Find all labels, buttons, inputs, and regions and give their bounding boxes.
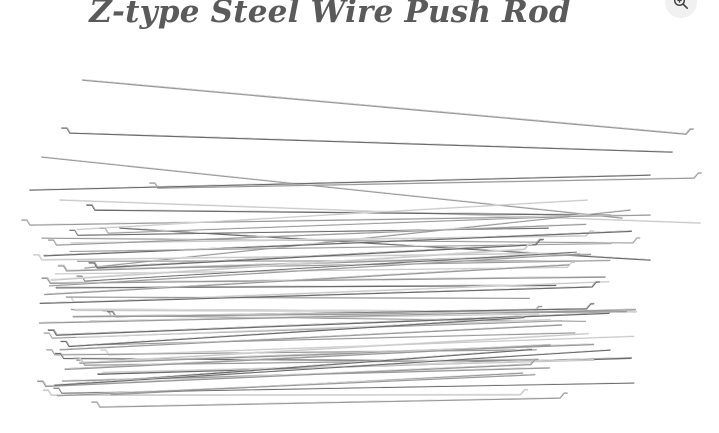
push-rod-highlight [59,199,701,223]
push-rod-wire [60,316,525,348]
push-rod-highlight [55,352,540,361]
push-rod-highlight [61,127,673,152]
push-rod-wire [61,127,673,153]
push-rod-wire [37,358,539,388]
push-rod-highlight [21,214,651,225]
push-rod-highlight [43,388,528,395]
product-title: Z-type Steel Wire Push Rod [89,0,571,30]
push-rod-wire [76,348,533,385]
push-rod-wire [54,352,540,362]
push-rod-wire [47,223,587,246]
push-rod-wire [91,392,568,408]
push-rod-wire [107,302,595,318]
push-rod-highlight [71,305,542,311]
push-rod-wire [46,348,537,356]
push-rod-highlight [69,227,549,235]
push-rod-wire [39,281,600,305]
push-rod-wire [54,349,611,386]
push-rod-highlight [86,204,611,215]
push-rod-highlight [149,172,702,188]
push-rod-highlight [57,373,535,396]
push-rod-wire [99,214,592,234]
push-rod-wire [76,318,551,339]
push-rod-highlight [49,253,580,286]
push-rod-wire [47,312,610,336]
zoom-in-icon [673,0,689,10]
push-rod-wire [43,230,632,257]
push-rod-wire [53,382,635,394]
push-rod-wire [64,343,551,371]
push-rod-highlight [82,79,694,134]
push-rod-wire [73,332,589,364]
push-rod-highlight [60,316,525,346]
push-rod-wire [42,388,529,396]
push-rod-wire [66,296,530,299]
push-rod-highlight [107,302,594,317]
push-rod-wire [59,324,563,351]
push-rod-wire [55,284,557,289]
push-rod-wire [50,243,533,281]
push-rod-highlight [76,199,588,230]
push-rod-highlight [40,280,600,303]
push-rod-highlight [91,392,568,407]
push-rod-wire [21,214,651,226]
push-rod-wire [29,174,651,191]
push-rod-highlight [41,156,623,218]
push-rod-wire [44,263,570,296]
push-rod-highlight [46,348,537,355]
push-rod-highlight [42,276,606,283]
zoom-button[interactable] [665,0,697,18]
push-rod-wire [38,308,637,324]
push-rod-highlight [56,284,556,288]
push-rod-wire [48,253,581,287]
push-rod-highlight [74,332,589,363]
push-rod-highlight [29,174,651,190]
push-rod-wire [82,79,694,135]
push-rod-highlight [53,382,635,393]
push-rod-highlight [48,312,610,335]
push-rod-highlight [39,308,636,323]
push-rod-wire [56,373,536,397]
push-rod-highlight [60,324,562,350]
push-rod-wire [96,332,576,346]
push-rod-wire [65,280,610,303]
push-rod-wire [88,238,544,269]
push-rod-wire [149,172,702,189]
push-rod-wire [69,227,549,236]
push-rod-highlight [97,331,575,345]
push-rod-highlight [65,344,551,369]
push-rod-wire [76,199,588,231]
push-rod-wire [41,156,623,219]
push-rod-highlight [76,318,551,338]
push-rod-highlight [51,243,532,280]
push-rod-highlight [54,349,611,385]
push-rod-wire [41,275,606,284]
push-rod-highlight [100,335,635,355]
push-rod-highlight [89,238,544,268]
push-rod-highlight [100,214,591,233]
push-rod-highlight [48,223,586,245]
push-rod-highlight [44,263,569,295]
push-rod-highlight [77,348,532,384]
push-rod-highlight [37,358,538,386]
push-rod-highlight [102,309,586,321]
push-rod-wire [41,237,641,244]
push-rod-wire [86,204,611,216]
push-rod-wire [102,310,587,322]
push-rod-highlight [66,296,530,298]
